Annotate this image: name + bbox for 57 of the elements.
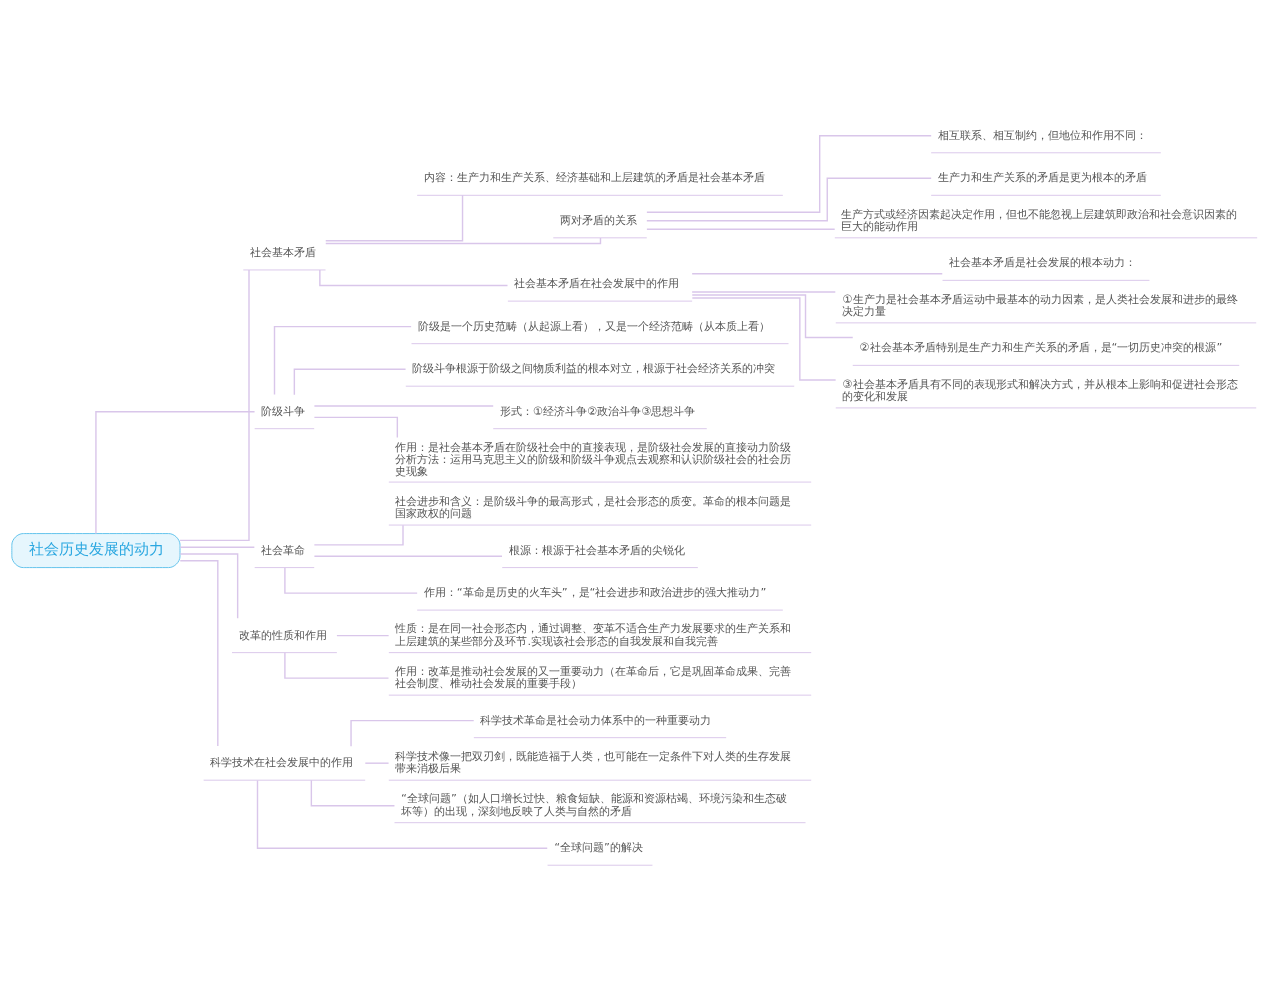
node-text: ③社会基本矛盾具有不同的表现形式和解决方式，并从根本上影响和促进社会形态的变化和发展 bbox=[842, 376, 1238, 403]
node-text: 阶级是一个历史范畴（从起源上看），又是一个经济范畴（从本质上看） bbox=[418, 318, 771, 333]
node-text: 生产方式或经济因素起决定作用，但也不能忽视上层建筑即政治和社会意识因素的巨大的能动作用 bbox=[841, 206, 1238, 233]
node-text: ①生产力是社会基本矛盾运动中最基本的动力因素，是人类社会发展和进步的最终决定力量 bbox=[842, 291, 1238, 318]
node-text: 社会基本矛盾 bbox=[249, 244, 316, 259]
connector bbox=[319, 268, 509, 286]
node-text: “全球问题”的解决 bbox=[554, 839, 643, 854]
connector bbox=[336, 634, 390, 636]
connector bbox=[256, 779, 548, 849]
connector bbox=[310, 779, 396, 806]
node-text: ②社会基本矛盾特别是生产力和生产关系的矛盾，是“一切历史冲突的根源” bbox=[859, 339, 1223, 354]
connector bbox=[95, 410, 256, 534]
node-text: 社会基本矛盾是社会发展的根本动力： bbox=[949, 254, 1137, 269]
connector bbox=[313, 404, 494, 407]
connector bbox=[179, 268, 250, 541]
connector bbox=[646, 177, 932, 222]
connector bbox=[364, 761, 390, 764]
connector bbox=[313, 524, 404, 546]
node-text: 科学技术革命是社会动力体系中的一种重要动力 bbox=[480, 712, 712, 727]
connector bbox=[325, 236, 602, 244]
node-text: 阶级斗争根源于阶级之间物质利益的根本对立，根源于社会经济关系的冲突 bbox=[412, 360, 776, 375]
node-text: 两对矛盾的关系 bbox=[559, 212, 637, 227]
node-text: 作用：“革命是历史的火车头”，是“社会进步和政治进步的强大推动力” bbox=[423, 584, 767, 599]
connector bbox=[179, 545, 256, 548]
connector bbox=[273, 325, 412, 395]
connector bbox=[293, 367, 407, 395]
node-text: 作用：是社会基本矛盾在阶级社会中的直接表现，是阶级社会发展的直接动力阶级分析方法：运用马克思主义的阶级和阶级斗争观点去观察和认识阶级社会的社会历史现象 bbox=[395, 439, 792, 478]
node-text: 相互联系、相互制约，但地位和作用不同： bbox=[937, 127, 1147, 142]
node-text: 形式：①经济斗争②政治斗争③思想斗争 bbox=[499, 403, 696, 418]
node-text: 科学技术像一把双刃剑，既能造福于人类，也可能在一定条件下对人类的生存发展带来消极后果 bbox=[395, 748, 792, 775]
connector bbox=[691, 293, 854, 338]
node-text: 社会革命 bbox=[261, 542, 306, 557]
node-text: 根源：根源于社会基本矛盾的尖锐化 bbox=[508, 542, 685, 557]
node-box: 社会历史发展的动力 bbox=[11, 532, 181, 568]
node-text: 生产力和生产关系的矛盾是更为根本的矛盾 bbox=[937, 169, 1147, 184]
node-text: 社会进步和含义：是阶级斗争的最高形式，是社会形态的质变。革命的根本问题是国家政权的问题 bbox=[395, 493, 792, 520]
connector bbox=[284, 566, 418, 594]
node-text: 阶级斗争 bbox=[261, 403, 306, 418]
connector bbox=[691, 296, 837, 381]
connector bbox=[284, 651, 390, 679]
connector bbox=[313, 416, 399, 438]
node-text: 作用：改革是推动社会发展的又一重要动力（在革命后，它是巩固革命成果、完善社会制度、椎动社会发展的重要手段） bbox=[395, 663, 792, 690]
connector bbox=[350, 719, 475, 747]
connector bbox=[646, 228, 836, 230]
node-text: 内容：生产力和生产关系、经济基础和上层建筑的矛盾是社会基本矛盾 bbox=[423, 169, 765, 184]
node-text: “全球问题”（如人口增长过快、粮食短缺、能源和资源枯竭、环境污染和生态破坏等）的出现，深刻地反映了人类与自然的矛盾 bbox=[401, 790, 787, 818]
connector bbox=[313, 555, 503, 557]
connector bbox=[646, 134, 932, 213]
node-text: 性质：是在同一社会形态内，通过调整、变革不适合生产力发展要求的生产关系和上层建筑的某些部分及环节.实现该社会形态的自我发展和自我完善 bbox=[395, 620, 792, 648]
connector bbox=[325, 194, 464, 241]
connector bbox=[691, 290, 836, 293]
node-text: 社会基本矛盾在社会发展中的作用 bbox=[514, 275, 680, 290]
connector bbox=[179, 552, 239, 619]
connector bbox=[691, 272, 943, 274]
node-text: 科学技术在社会发展中的作用 bbox=[210, 754, 354, 769]
node-text: 改革的性质和作用 bbox=[238, 627, 327, 642]
connector bbox=[179, 559, 219, 747]
